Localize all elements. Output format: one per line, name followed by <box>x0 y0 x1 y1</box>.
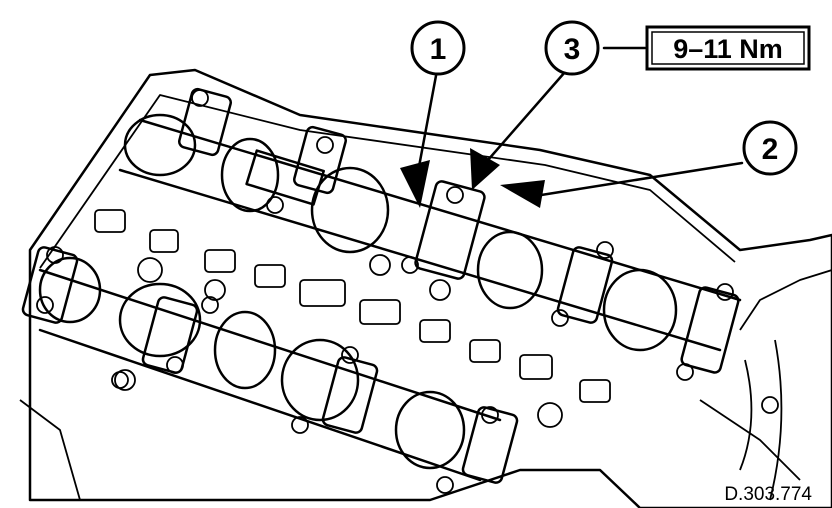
callout-1: 1 <box>410 20 466 76</box>
bolts <box>36 89 779 494</box>
head-openings <box>94 209 611 428</box>
right-housing <box>699 269 832 501</box>
figure-code: D.303.774 <box>724 484 812 505</box>
torque-spec-text: 9–11 Nm <box>673 34 783 64</box>
torque-spec-box: 9–11 Nm <box>645 25 811 71</box>
bearing-caps <box>21 87 740 484</box>
callout-2-label: 2 <box>762 133 779 166</box>
leader-lines <box>416 46 744 198</box>
callout-2: 2 <box>742 120 798 176</box>
upper-camshaft <box>118 113 742 352</box>
callout-3: 3 <box>544 20 600 76</box>
callout-1-label: 1 <box>430 33 447 66</box>
lower-camshaft <box>38 256 502 482</box>
callout-3-label: 3 <box>564 33 581 66</box>
pointer-arrows <box>400 148 545 208</box>
